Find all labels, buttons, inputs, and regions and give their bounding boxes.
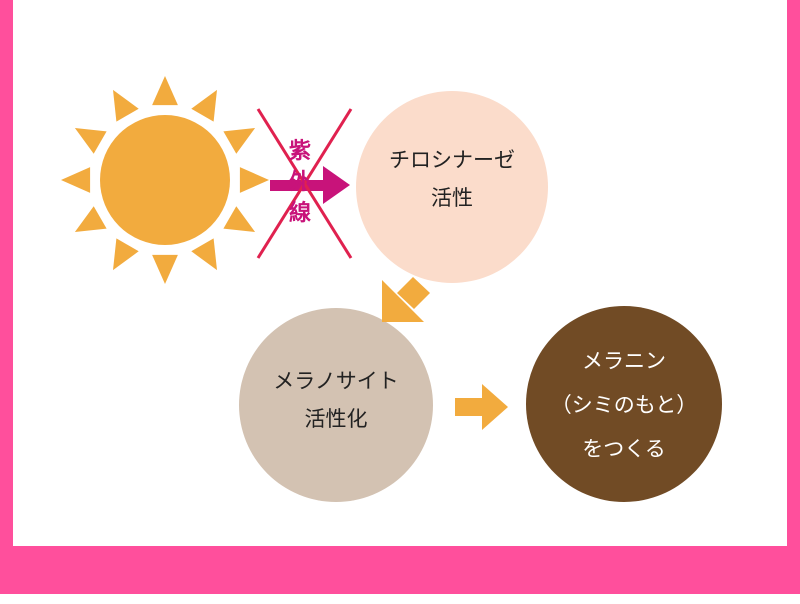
sun-ray <box>223 206 256 232</box>
sun-ray <box>223 128 256 154</box>
melanin-label: メラニン （シミのもと） をつくる <box>526 339 722 471</box>
bottom-gap <box>0 594 800 604</box>
sun-disc <box>100 115 230 245</box>
sun-icon <box>61 76 269 284</box>
arrow-down-left-icon <box>382 277 430 322</box>
melanocyte-line: メラノサイト <box>273 369 399 393</box>
sun-ray <box>152 76 178 106</box>
sun-ray <box>152 254 178 284</box>
sun-ray <box>61 167 91 193</box>
melanin-node <box>526 306 722 502</box>
tyrosinase-line: 活性 <box>431 186 473 210</box>
melanocyte-node <box>239 308 433 502</box>
uv-label: 紫 外 線 <box>283 136 317 229</box>
uv-char: 線 <box>288 201 311 226</box>
sun-rays <box>61 76 269 284</box>
blocked-cross-icon <box>256 108 353 259</box>
sun-ray <box>113 238 139 271</box>
melanin-line: メラニン <box>582 349 666 373</box>
uv-char: 紫 <box>288 139 311 164</box>
tyrosinase-line: チロシナーゼ <box>389 148 515 172</box>
sun-ray <box>239 167 269 193</box>
melanocyte-label: メラノサイト 活性化 <box>239 362 433 438</box>
melanin-line: （シミのもと） <box>550 393 698 417</box>
sun-ray <box>74 128 107 154</box>
sun-ray <box>191 238 217 271</box>
arrow-right-icon <box>455 384 508 430</box>
sun-ray <box>191 89 217 122</box>
uv-char: 外 <box>288 170 311 195</box>
tyrosinase-label: チロシナーゼ 活性 <box>356 141 548 217</box>
melanocyte-line: 活性化 <box>304 407 368 431</box>
sun-ray <box>113 89 139 122</box>
sun-ray <box>74 206 107 232</box>
melanin-line: をつくる <box>582 437 666 461</box>
uv-arrow-icon <box>270 166 350 204</box>
tyrosinase-node <box>356 91 548 283</box>
